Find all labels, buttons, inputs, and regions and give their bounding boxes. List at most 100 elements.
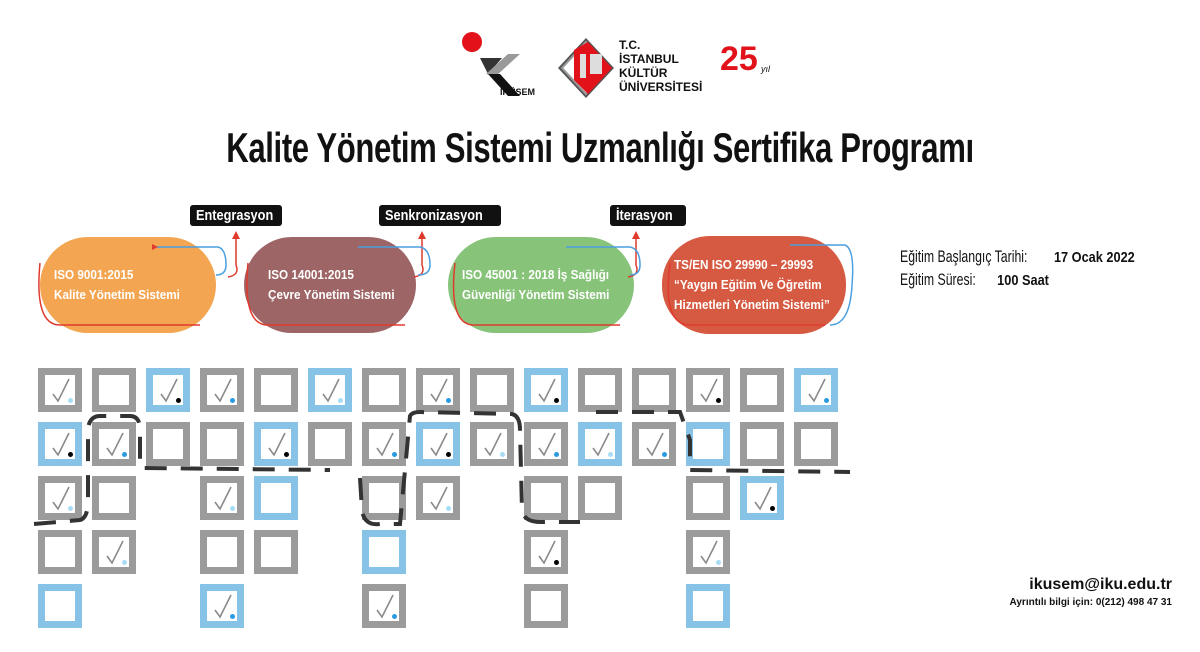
checkbox-checked[interactable] — [146, 368, 190, 412]
checkbox-empty[interactable] — [470, 368, 514, 412]
checkmark-icon — [214, 378, 232, 403]
standard-line: “Yaygın Eğitim Ve Öğretim — [674, 277, 822, 292]
status-dot — [554, 452, 559, 457]
duration-label: Eğitim Süresi: — [900, 270, 976, 289]
status-dot — [716, 560, 721, 565]
checkbox-checked[interactable] — [416, 368, 460, 412]
checkbox-checked[interactable] — [470, 422, 514, 466]
checkbox-checked[interactable] — [632, 422, 676, 466]
checkbox-empty[interactable] — [254, 368, 298, 412]
checkbox-checked[interactable] — [200, 584, 244, 628]
checkbox-checked[interactable] — [578, 422, 622, 466]
tag-text: İterasyon — [616, 207, 673, 224]
iku-logo: T.C. İSTANBUL KÜLTÜR ÜNİVERSİTESİ 25 yıl — [556, 36, 776, 102]
status-dot — [68, 398, 73, 403]
duration-value: 100 Saat — [997, 272, 1049, 289]
checkbox-checked[interactable] — [362, 422, 406, 466]
checkbox-empty[interactable] — [254, 476, 298, 520]
checkbox-empty[interactable] — [740, 368, 784, 412]
standard-iso-9001: ISO 9001:2015 Kalite Yönetim Sistemi — [40, 237, 216, 333]
checkbox-empty[interactable] — [362, 530, 406, 574]
checkbox-checked[interactable] — [92, 530, 136, 574]
status-dot — [824, 398, 829, 403]
standard-line: ISO 45001 : 2018 İş Sağlığı — [462, 267, 609, 282]
iku-logo-line: T.C. — [619, 38, 641, 52]
checkbox-checked[interactable] — [686, 530, 730, 574]
checkbox-checked[interactable] — [794, 368, 838, 412]
checkbox-empty[interactable] — [686, 584, 730, 628]
program-info: Eğitim Başlangıç Tarihi: 17 Ocak 2022 Eğ… — [900, 246, 1176, 292]
checkbox-checked[interactable] — [92, 422, 136, 466]
tag-senkronizasyon: Senkronizasyon — [379, 205, 501, 226]
tag-text: Senkronizasyon — [385, 207, 483, 224]
checkbox-empty[interactable] — [92, 368, 136, 412]
ikusem-logo-text: İKÜSEM — [500, 87, 536, 97]
checkbox-checked[interactable] — [200, 476, 244, 520]
status-dot — [392, 452, 397, 457]
checkbox-empty[interactable] — [254, 530, 298, 574]
checkbox-empty[interactable] — [200, 422, 244, 466]
checkbox-empty[interactable] — [362, 368, 406, 412]
contact-phone: Ayrıntılı bilgi için: 0(212) 498 47 31 — [1009, 597, 1172, 608]
checkbox-empty[interactable] — [686, 476, 730, 520]
status-dot — [446, 452, 451, 457]
contact-email[interactable]: ikusem@iku.edu.tr — [1029, 576, 1172, 593]
checkbox-empty[interactable] — [524, 584, 568, 628]
page-title: Kalite Yönetim Sistemi Uzmanlığı Sertifi… — [0, 124, 1200, 172]
checkbox-empty[interactable] — [200, 530, 244, 574]
checkbox-checked[interactable] — [38, 422, 82, 466]
standard-line: Güvenliği Yönetim Sistemi — [462, 287, 610, 302]
checkbox-checked[interactable] — [38, 368, 82, 412]
checkbox-checked[interactable] — [38, 476, 82, 520]
checkbox-checked[interactable] — [524, 530, 568, 574]
status-dot — [662, 452, 667, 457]
checkbox-empty[interactable] — [362, 476, 406, 520]
checkbox-empty[interactable] — [740, 422, 784, 466]
status-dot — [608, 452, 613, 457]
checkbox-empty[interactable] — [38, 584, 82, 628]
checkmark-icon — [700, 378, 718, 403]
checkbox-checked[interactable] — [524, 368, 568, 412]
checkbox-empty[interactable] — [92, 476, 136, 520]
tag-entegrasyon: Entegrasyon — [190, 205, 282, 226]
status-dot — [230, 614, 235, 619]
checkbox-empty[interactable] — [632, 368, 676, 412]
tag-text: Entegrasyon — [196, 207, 274, 224]
checkbox-checked[interactable] — [416, 476, 460, 520]
checkmark-icon — [538, 540, 556, 565]
standard-iso-29990: TS/EN ISO 29990 – 29993 “Yaygın Eğitim V… — [662, 236, 846, 334]
checkbox-empty[interactable] — [524, 476, 568, 520]
checkbox-checked[interactable] — [740, 476, 784, 520]
checkbox-empty[interactable] — [794, 422, 838, 466]
checkbox-empty[interactable] — [578, 476, 622, 520]
status-dot — [446, 506, 451, 511]
checkbox-checked[interactable] — [254, 422, 298, 466]
checkmark-icon — [538, 378, 556, 403]
status-dot — [446, 398, 451, 403]
checkbox-empty[interactable] — [146, 422, 190, 466]
checkbox-checked[interactable] — [524, 422, 568, 466]
standard-line: TS/EN ISO 29990 – 29993 — [674, 257, 814, 272]
checkbox-empty[interactable] — [686, 422, 730, 466]
checkbox-checked[interactable] — [416, 422, 460, 466]
start-date-label: Eğitim Başlangıç Tarihi: — [900, 247, 1028, 266]
checkbox-empty[interactable] — [578, 368, 622, 412]
checkbox-empty[interactable] — [38, 530, 82, 574]
status-dot — [554, 560, 559, 565]
status-dot — [68, 506, 73, 511]
checkbox-checked[interactable] — [362, 584, 406, 628]
checkbox-checked[interactable] — [200, 368, 244, 412]
standard-line: Hizmetleri Yönetim Sistemi” — [674, 297, 830, 312]
checkmark-icon — [754, 486, 772, 511]
iku-logo-line: ÜNİVERSİTESİ — [619, 80, 703, 94]
tag-iterasyon: İterasyon — [610, 205, 686, 226]
start-date-value: 17 Ocak 2022 — [1053, 249, 1135, 266]
status-dot — [716, 398, 721, 403]
iku-logo-line: KÜLTÜR — [619, 66, 668, 80]
checkmark-icon — [808, 378, 826, 403]
checkmark-icon — [160, 378, 178, 403]
checkbox-checked[interactable] — [308, 368, 352, 412]
checkbox-empty[interactable] — [308, 422, 352, 466]
checkbox-checked[interactable] — [686, 368, 730, 412]
standard-iso-14001: ISO 14001:2015 Çevre Yönetim Sistemi — [244, 237, 416, 333]
